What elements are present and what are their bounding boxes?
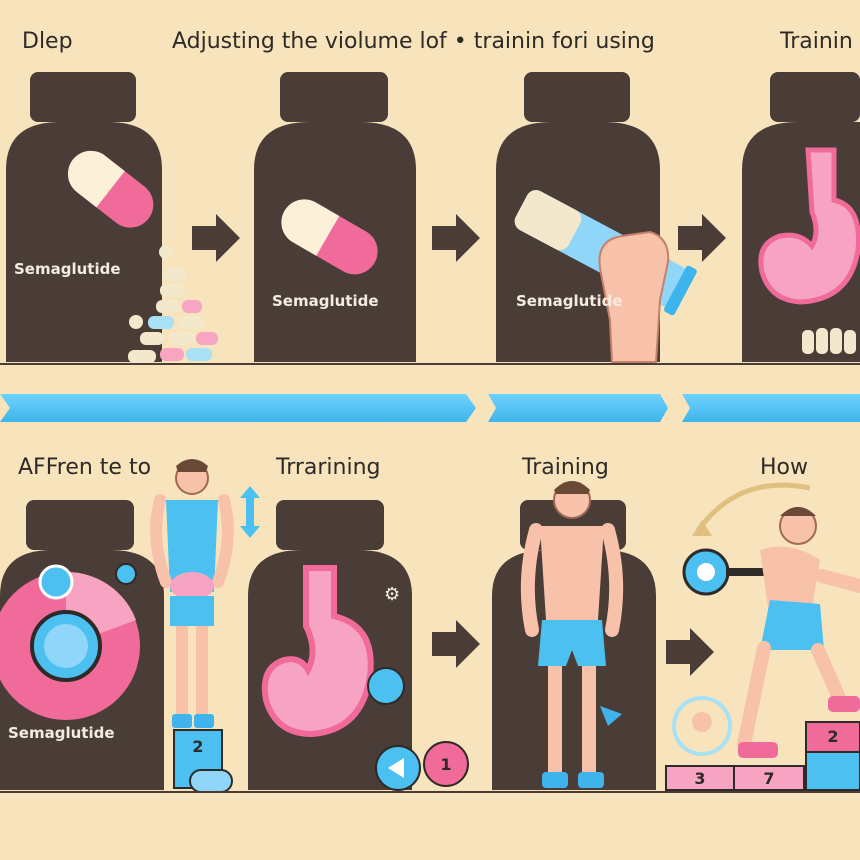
rotation-arrow-icon (697, 482, 811, 530)
bottom-caption-3: Training (521, 455, 609, 480)
man-figure-1 (150, 459, 234, 728)
bottom-caption-1: AFFren te to (18, 455, 151, 480)
number-button-icon (423, 741, 469, 787)
hand-icon (598, 230, 670, 363)
capsule-icon (281, 199, 378, 275)
arrow-right-icon (666, 628, 714, 676)
top-bottle-1: Semaglutide (6, 72, 162, 362)
dial-icon (0, 564, 140, 720)
arrow-right-icon (432, 620, 480, 668)
ball-icon (367, 667, 405, 705)
svg-text:2: 2 (192, 737, 203, 756)
svg-text:3: 3 (694, 769, 705, 788)
capsule-icon (189, 769, 233, 793)
bottom-bottle-1-label: Semaglutide (8, 724, 115, 742)
stomach-icon (758, 147, 860, 305)
capsule-icon (67, 150, 154, 228)
svg-text:7: 7 (763, 769, 774, 788)
svg-text:1: 1 (440, 755, 451, 774)
bottom-bottle-1: Semaglutide (0, 500, 164, 790)
arrow-right-icon (192, 214, 240, 262)
divider-bands (0, 394, 860, 422)
step-box-4: 2 (805, 721, 860, 791)
step-box-2: 3 (665, 765, 735, 791)
top-caption-training: Trainin (779, 29, 853, 54)
pill-pile (128, 245, 218, 363)
bottom-caption-2: Trrarining (275, 455, 381, 480)
top-bottle-2-label: Semaglutide (272, 292, 379, 310)
arrow-right-icon (432, 214, 480, 262)
teeth-icon (802, 328, 856, 354)
man-figure-exercise (682, 482, 860, 758)
gear-icon: ⚙ (384, 584, 400, 605)
stomach-icon (261, 565, 374, 738)
top-caption-title: Adjusting the violume lof • trainin fori… (172, 29, 655, 54)
top-bottle-3: Semaglutide (496, 72, 697, 363)
bottom-caption-4: How (760, 455, 808, 480)
up-down-arrow-icon (240, 486, 260, 538)
bottom-bottle-2: ⚙ (248, 500, 412, 790)
bottom-buttons: 1 (375, 741, 469, 791)
top-caption-step: Dlep (22, 29, 73, 54)
arrow-right-icon (678, 214, 726, 262)
small-dial-icon (115, 563, 137, 585)
svg-text:2: 2 (827, 727, 838, 746)
step-box-3: 7 (733, 765, 805, 791)
pointer-icon (600, 706, 622, 726)
top-bottle-4 (742, 72, 860, 362)
top-bottle-2: Semaglutide (254, 72, 416, 362)
top-bottle-3-label: Semaglutide (516, 292, 623, 310)
man-figure-2 (520, 481, 624, 788)
top-bottle-1-label: Semaglutide (14, 260, 121, 278)
